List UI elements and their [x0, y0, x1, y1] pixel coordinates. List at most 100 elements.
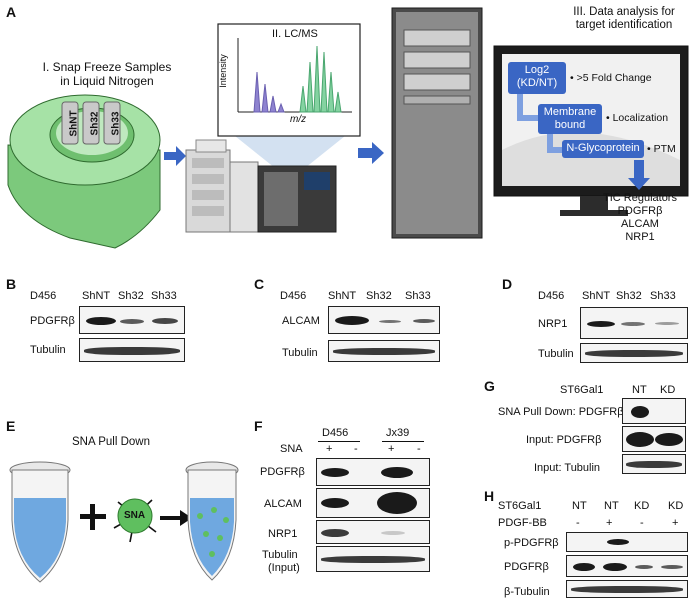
f-row-label: PDGFRβ: [260, 466, 305, 478]
band: [381, 467, 413, 478]
h-blot-tubulin: [566, 580, 688, 598]
band: [626, 432, 654, 447]
sna-pulldown-illustration: [9, 461, 239, 583]
c-blot-tubulin: [328, 340, 440, 362]
panel-b-letter: B: [6, 276, 17, 292]
band: [621, 322, 645, 326]
g-lane-label: KD: [660, 384, 676, 396]
b-lane-label: Sh32: [118, 290, 144, 302]
f-row-label: NRP1: [268, 528, 298, 540]
f-row-label: Tubulin: [262, 549, 298, 561]
c-cell-line: D456: [280, 290, 307, 302]
c-row-label: ALCAM: [282, 315, 320, 327]
band: [379, 320, 401, 323]
panel-d-letter: D: [502, 276, 513, 292]
h-treatment-sign: +: [606, 517, 613, 529]
band: [333, 348, 435, 355]
d-blot-tubulin: [580, 343, 688, 363]
f-sna-sign: -: [354, 443, 358, 455]
h-blot-pdgfrb: [566, 555, 688, 577]
band: [152, 318, 178, 324]
d-row-label: Tubulin: [538, 348, 574, 360]
h-lane-label: NT: [604, 500, 619, 512]
panel-a-illustration: [7, 7, 689, 249]
ms-peak-purple: [277, 102, 285, 113]
band: [603, 563, 627, 571]
lc-ms-instrument-icon: [185, 139, 337, 233]
criteria-fold-change: • >5 Fold Change: [570, 72, 652, 84]
h-condition: ST6Gal1: [498, 500, 542, 512]
band: [585, 350, 683, 357]
band: [571, 586, 683, 593]
b-row-label: PDGFRβ: [30, 315, 75, 327]
ms-peak-green: [306, 61, 314, 113]
f-blot-nrp1: [316, 520, 430, 544]
f-sna-sign: +: [388, 443, 395, 455]
g-row-label: Input: PDGFRβ: [526, 434, 602, 446]
step2-label: II. LC/MS: [272, 28, 318, 40]
band: [321, 529, 349, 537]
band: [626, 461, 682, 468]
panel-e-letter: E: [6, 418, 16, 434]
ms-xlabel: m/z: [290, 114, 307, 125]
g-condition: ST6Gal1: [560, 384, 604, 396]
band: [655, 322, 679, 325]
c-blot-alcam: [328, 306, 440, 334]
c-row-label: Tubulin: [282, 347, 318, 359]
f-sna-label: SNA: [280, 443, 303, 455]
h-treatment-label: PDGF-BB: [498, 517, 547, 529]
membrane-box: Membrane bound: [538, 104, 602, 134]
band: [381, 531, 405, 535]
step3-label-line1: III. Data analysis for: [573, 6, 675, 18]
tube-label-shnt: ShNT: [68, 110, 80, 137]
result-item: ALCAM: [621, 218, 659, 230]
h-treatment-sign: -: [640, 517, 644, 529]
band: [377, 492, 417, 514]
h-treatment-sign: +: [672, 517, 679, 529]
arrow-down-icon: [628, 160, 650, 190]
step3-label: III. Data analysis for target identifica…: [554, 6, 694, 32]
f-cell-underline: [318, 441, 360, 442]
b-row-label: Tubulin: [30, 344, 66, 356]
f-sna-sign: -: [417, 443, 421, 455]
ms-peak-green: [334, 91, 342, 113]
b-blot-tubulin: [79, 338, 185, 362]
band: [573, 563, 595, 571]
h-blot-p-pdgfrb: [566, 532, 688, 552]
c-lane-label: Sh33: [405, 290, 431, 302]
ms-peak-green: [313, 45, 321, 113]
band: [321, 498, 349, 508]
h-row-label: p-PDGFRβ: [504, 537, 559, 549]
band: [655, 433, 683, 446]
c-lane-label: ShNT: [328, 290, 357, 302]
band: [321, 556, 425, 563]
h-treatment-sign: -: [576, 517, 580, 529]
log2-box: Log2 (KD/NT): [508, 62, 566, 94]
f-blot-tubulin: [316, 546, 430, 572]
panel-a-letter: A: [6, 4, 17, 20]
tube-icon: [185, 461, 239, 581]
result-title: TIC Regulators: [603, 192, 677, 204]
step3-label-line2: target identification: [575, 19, 673, 31]
c-lane-label: Sh32: [366, 290, 392, 302]
ms-peak-purple: [269, 95, 277, 113]
h-lane-label: NT: [572, 500, 587, 512]
f-cell-line: Jx39: [386, 427, 410, 439]
panel-c-letter: C: [254, 276, 265, 292]
f-row-label: ALCAM: [264, 498, 302, 510]
panel-f-letter: F: [254, 418, 263, 434]
ms-ylabel: Intensity: [217, 54, 228, 88]
g-blot-pulldown: [622, 398, 686, 424]
b-lane-label: Sh33: [151, 290, 177, 302]
step1-label-line1: I. Snap Freeze Samples: [42, 60, 172, 74]
ms-peak-purple: [253, 71, 261, 113]
criteria-localization: • Localization: [606, 112, 669, 124]
g-row-label: Input: Tubulin: [534, 462, 601, 474]
band: [635, 565, 653, 569]
log2-box-line2: (KD/NT): [516, 77, 558, 89]
sna-bead-icon: [113, 498, 157, 543]
g-lane-label: NT: [632, 384, 647, 396]
f-blot-pdgfrb: [316, 458, 430, 486]
ms-peak-green: [320, 51, 328, 113]
g-blot-tubulin: [622, 454, 686, 474]
